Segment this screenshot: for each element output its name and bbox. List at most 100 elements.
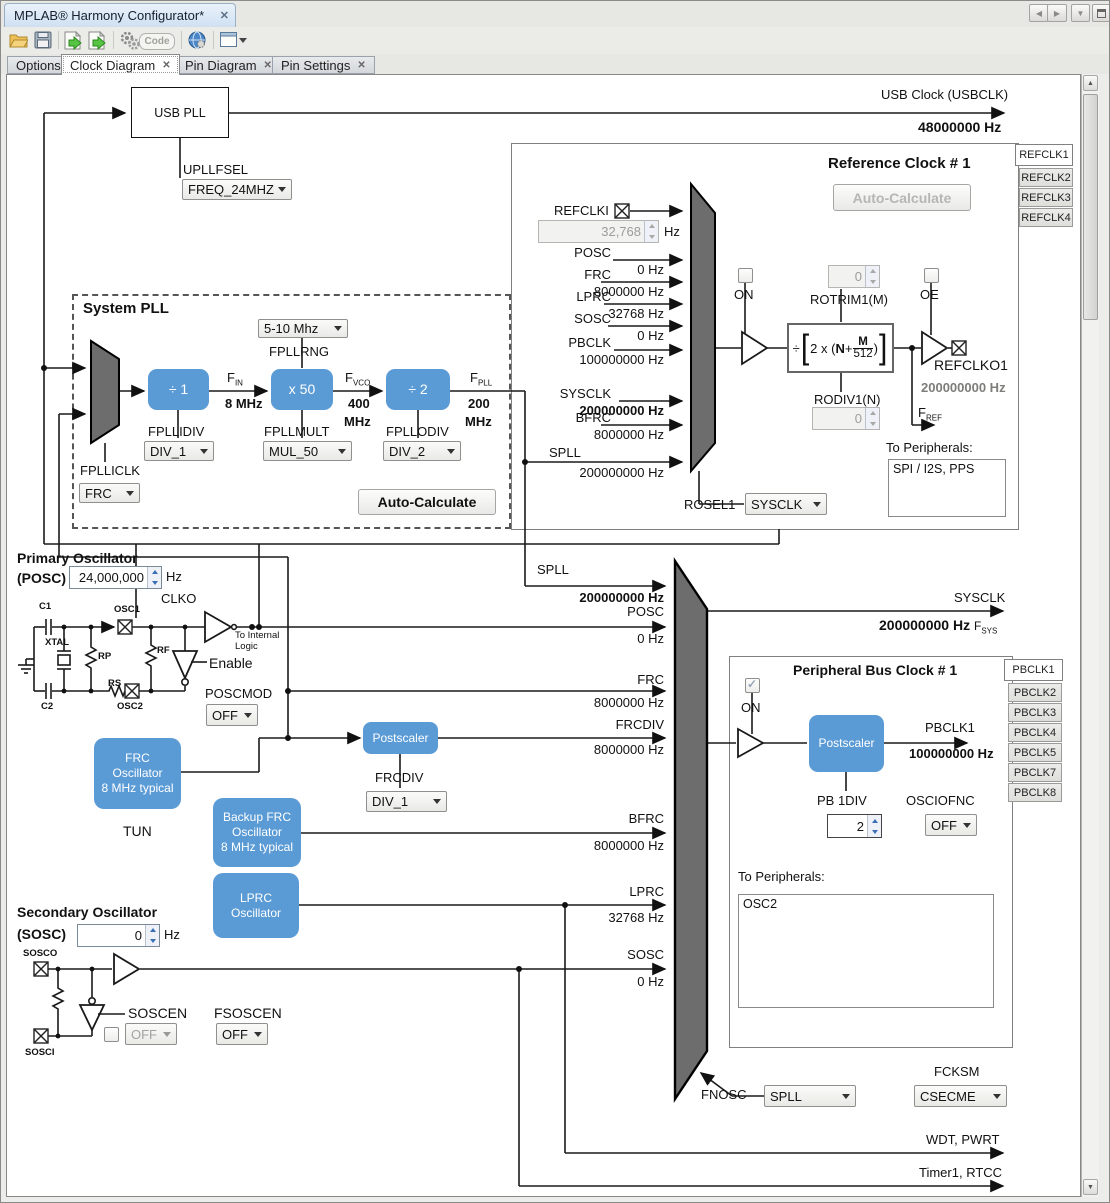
window-tab[interactable]: MPLAB® Harmony Configurator* ✕ bbox=[4, 3, 236, 27]
fpllidiv-block: ÷ 1 bbox=[148, 369, 209, 410]
spinner-down-icon[interactable] bbox=[148, 577, 161, 588]
fpllidiv-dropdown[interactable]: DIV_1 bbox=[144, 441, 214, 461]
side-tab-pbclk1[interactable]: PBCLK1 bbox=[1004, 659, 1063, 681]
side-tab-pbclk8[interactable]: PBCLK8 bbox=[1008, 783, 1062, 802]
spinner-up-icon[interactable] bbox=[866, 408, 879, 419]
save-icon[interactable] bbox=[34, 31, 52, 49]
editor-tab-strip: Options Clock Diagram ✕ Pin Diagram ✕ Pi… bbox=[1, 54, 1109, 75]
rosel-dropdown[interactable]: SYSCLK bbox=[745, 493, 827, 515]
tab-close-icon[interactable]: ✕ bbox=[357, 59, 366, 71]
fpllidiv-value: DIV_1 bbox=[150, 443, 187, 459]
regenerate-code-icon[interactable] bbox=[88, 31, 108, 50]
side-tab-pbclk3[interactable]: PBCLK3 bbox=[1008, 703, 1062, 722]
tab-list-dropdown-button[interactable]: ▼ bbox=[1071, 4, 1090, 22]
fplliclk-dropdown[interactable]: FRC bbox=[79, 483, 140, 503]
scrollbar-thumb[interactable] bbox=[1083, 94, 1098, 320]
refclock-peripherals-value: SPI / I2S, PPS bbox=[893, 462, 975, 476]
spinner-down-icon[interactable] bbox=[645, 231, 658, 242]
soscen-dropdown[interactable]: OFF bbox=[125, 1023, 177, 1045]
scroll-up-button[interactable]: ▲ bbox=[1083, 75, 1098, 91]
pbclock-on-checkbox[interactable] bbox=[745, 677, 760, 693]
syspll-auto-calculate-button[interactable]: Auto-Calculate bbox=[358, 489, 496, 515]
side-tab-pbclk2[interactable]: PBCLK2 bbox=[1008, 683, 1062, 702]
rf-label: RF bbox=[157, 645, 170, 656]
pbdiv-value: 2 bbox=[856, 818, 864, 834]
chevron-down-icon bbox=[338, 448, 346, 454]
pbclk1-value: 100000000 Hz bbox=[909, 746, 994, 761]
fpll-label: FPLL bbox=[470, 370, 493, 388]
pbclock-peripherals-box: OSC2 bbox=[738, 894, 994, 1008]
spinner-up-icon[interactable] bbox=[146, 925, 159, 936]
window-layout-caret-icon[interactable] bbox=[239, 38, 247, 44]
refclock-oe-label: OE bbox=[920, 287, 939, 302]
refclki-spinner[interactable]: 32,768 bbox=[538, 220, 659, 243]
ref-input-value: 200000000 Hz bbox=[579, 403, 664, 418]
fpllrng-dropdown[interactable]: 5-10 Mhz bbox=[258, 319, 348, 338]
spinner-down-icon[interactable] bbox=[866, 418, 879, 429]
fpllodiv-dropdown[interactable]: DIV_2 bbox=[383, 441, 461, 461]
tab-pin-diagram[interactable]: Pin Diagram ✕ bbox=[176, 56, 281, 74]
tab-pin-settings[interactable]: Pin Settings ✕ bbox=[272, 56, 375, 74]
spinner-up-icon[interactable] bbox=[868, 815, 881, 826]
spinner-up-icon[interactable] bbox=[645, 221, 658, 232]
poscmod-dropdown[interactable]: OFF bbox=[206, 704, 258, 726]
mux-input-value: 32768 Hz bbox=[608, 910, 664, 925]
window-close-icon[interactable]: ✕ bbox=[219, 10, 229, 22]
globe-icon[interactable] bbox=[188, 31, 207, 50]
fpllmult-dropdown[interactable]: MUL_50 bbox=[263, 441, 352, 461]
pbdiv-spinner[interactable]: 2 bbox=[827, 814, 882, 838]
fnosc-dropdown[interactable]: SPLL bbox=[764, 1085, 856, 1107]
code-button[interactable]: Code bbox=[139, 33, 175, 50]
fpllmult-value: MUL_50 bbox=[269, 443, 319, 459]
refclock-oe-checkbox[interactable] bbox=[924, 268, 939, 283]
fsoscen-dropdown[interactable]: OFF bbox=[216, 1023, 268, 1045]
window-layout-icon[interactable] bbox=[220, 32, 237, 47]
side-tab-refclk3[interactable]: REFCLK3 bbox=[1019, 188, 1073, 207]
mux-input-value: 8000000 Hz bbox=[593, 742, 664, 757]
frcdiv-dropdown[interactable]: DIV_1 bbox=[366, 791, 447, 812]
mux-input-label: FRCDIV bbox=[615, 717, 664, 732]
fplliclk-label: FPLLICLK bbox=[80, 463, 140, 478]
spinner-down-icon[interactable] bbox=[868, 826, 881, 837]
refclock-auto-calculate-button[interactable]: Auto-Calculate bbox=[833, 184, 971, 211]
upllfsel-dropdown[interactable]: FREQ_24MHZ bbox=[182, 179, 292, 200]
generate-code-icon[interactable] bbox=[64, 31, 84, 50]
tab-close-icon[interactable]: ✕ bbox=[263, 59, 272, 71]
vertical-scrollbar[interactable]: ▲ ▼ bbox=[1081, 74, 1099, 1197]
open-folder-icon[interactable] bbox=[9, 31, 28, 49]
tab-close-icon[interactable]: ✕ bbox=[162, 59, 171, 71]
pbclock-peripherals-value: OSC2 bbox=[743, 897, 778, 911]
code-configuration-gears-icon[interactable] bbox=[119, 30, 141, 51]
side-tab-pbclk5[interactable]: PBCLK5 bbox=[1008, 743, 1062, 762]
tab-scroll-left-button[interactable]: ◀ bbox=[1029, 4, 1049, 22]
osciofnc-dropdown[interactable]: OFF bbox=[925, 814, 977, 836]
tab-options[interactable]: Options bbox=[7, 56, 70, 74]
side-tab-pbclk4[interactable]: PBCLK4 bbox=[1008, 723, 1062, 742]
rodiv-spinner[interactable]: 0 bbox=[812, 407, 880, 430]
posc-subtitle: (POSC) bbox=[17, 570, 66, 586]
sysclk-label: SYSCLK bbox=[954, 590, 1006, 605]
side-tab-refclk2[interactable]: REFCLK2 bbox=[1019, 168, 1073, 187]
sosc-frequency-spinner[interactable]: 0 bbox=[77, 924, 160, 947]
refclko1-value: 200000000 Hz bbox=[921, 380, 1006, 395]
spinner-up-icon[interactable] bbox=[866, 266, 879, 277]
maximize-button[interactable] bbox=[1092, 4, 1109, 22]
soscen-checkbox[interactable] bbox=[104, 1027, 119, 1042]
tab-scroll-right-button[interactable]: ▶ bbox=[1047, 4, 1067, 22]
posc-frequency-spinner[interactable]: 24,000,000 bbox=[69, 566, 162, 589]
side-tab-refclk1[interactable]: REFCLK1 bbox=[1015, 144, 1073, 166]
spinner-up-icon[interactable] bbox=[148, 567, 161, 578]
sosc-frequency-value: 0 bbox=[134, 928, 142, 943]
spinner-down-icon[interactable] bbox=[866, 276, 879, 287]
fpllrng-label: FPLLRNG bbox=[269, 344, 329, 359]
refclock-on-checkbox[interactable] bbox=[738, 268, 753, 283]
rs-label: RS bbox=[108, 678, 122, 689]
spinner-down-icon[interactable] bbox=[146, 935, 159, 946]
scroll-down-button[interactable]: ▼ bbox=[1083, 1179, 1098, 1195]
tab-clock-diagram[interactable]: Clock Diagram ✕ bbox=[61, 54, 180, 75]
mux-input-value: 8000000 Hz bbox=[593, 838, 664, 853]
fcksm-dropdown[interactable]: CSECME bbox=[914, 1085, 1007, 1107]
side-tab-pbclk7[interactable]: PBCLK7 bbox=[1008, 763, 1062, 782]
rotrim-spinner[interactable]: 0 bbox=[828, 265, 880, 288]
side-tab-refclk4[interactable]: REFCLK4 bbox=[1019, 208, 1073, 227]
